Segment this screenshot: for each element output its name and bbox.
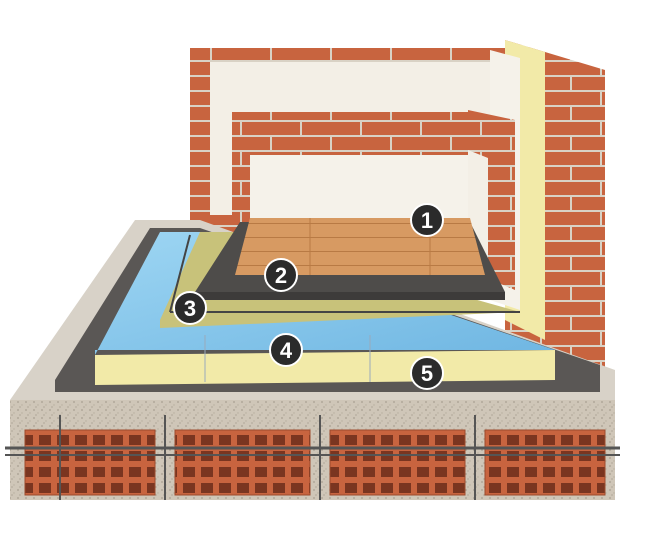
marker-2-label: 2 (275, 263, 287, 288)
marker-3-label: 3 (184, 296, 196, 321)
marker-layer-1: 1 (410, 203, 444, 237)
back-brick-wall (190, 48, 505, 240)
marker-layer-5: 5 (410, 356, 444, 390)
marker-4-label: 4 (280, 338, 293, 363)
marker-1-label: 1 (421, 208, 433, 233)
marker-layer-3: 3 (173, 291, 207, 325)
marker-5-label: 5 (421, 361, 433, 386)
marker-layer-4: 4 (269, 333, 303, 367)
marker-layer-2: 2 (264, 258, 298, 292)
